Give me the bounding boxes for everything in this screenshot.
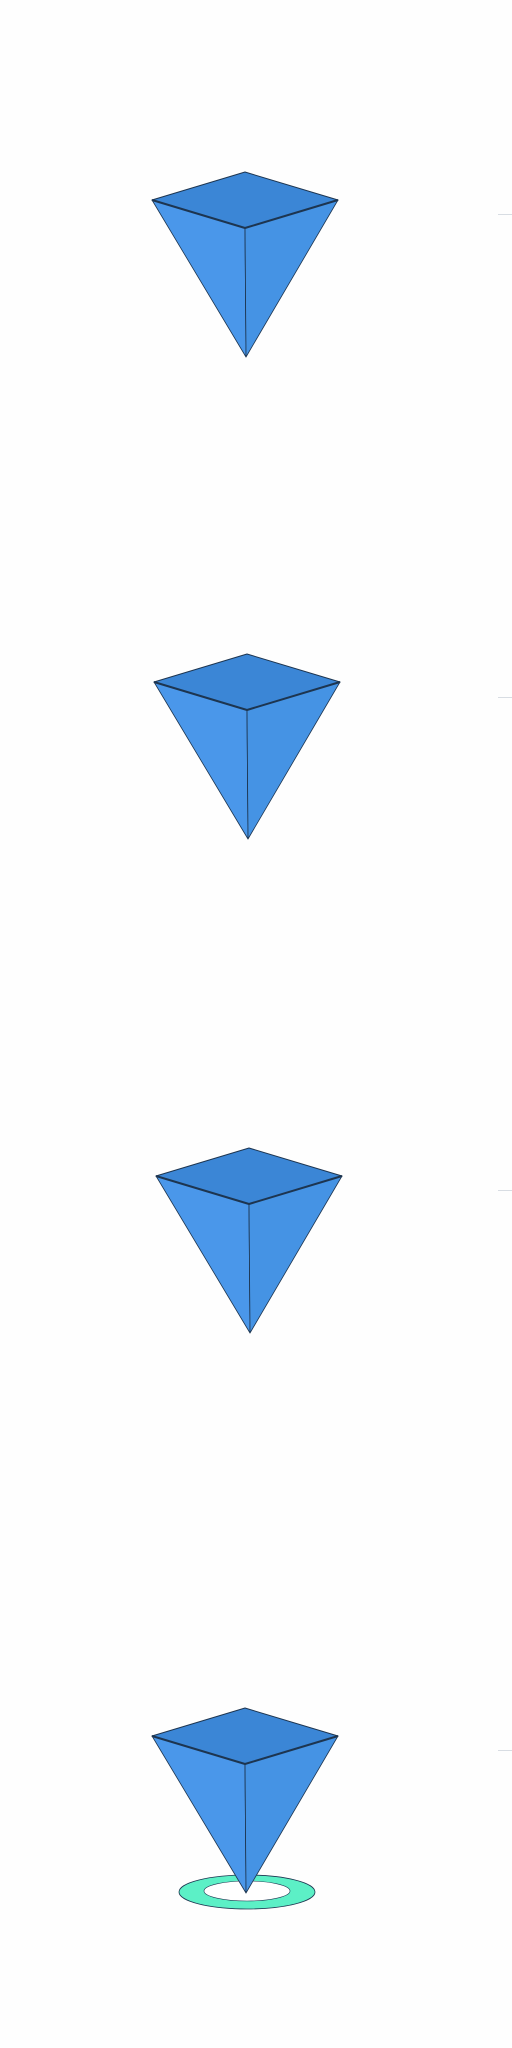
pyramid-marker-icon (153, 653, 341, 840)
animation-frame-1 (0, 0, 512, 512)
frame-edge-mark (498, 214, 512, 215)
pyramid-center-edge (244, 227, 247, 358)
pyramid-marker-icon (151, 1707, 339, 1910)
pyramid-center-edge (246, 709, 249, 840)
pyramid-center-edge (244, 1763, 247, 1894)
animation-frame-3 (0, 976, 512, 1488)
frame-edge-mark (498, 697, 512, 698)
frame-edge-mark (498, 1190, 512, 1191)
pyramid-marker-icon (151, 171, 339, 358)
frame-edge-mark (498, 1750, 512, 1751)
pyramid-center-edge (248, 1203, 251, 1334)
pyramid-marker-icon (155, 1147, 343, 1334)
animation-frame-4 (0, 1536, 512, 2048)
animation-frame-2 (0, 482, 512, 994)
